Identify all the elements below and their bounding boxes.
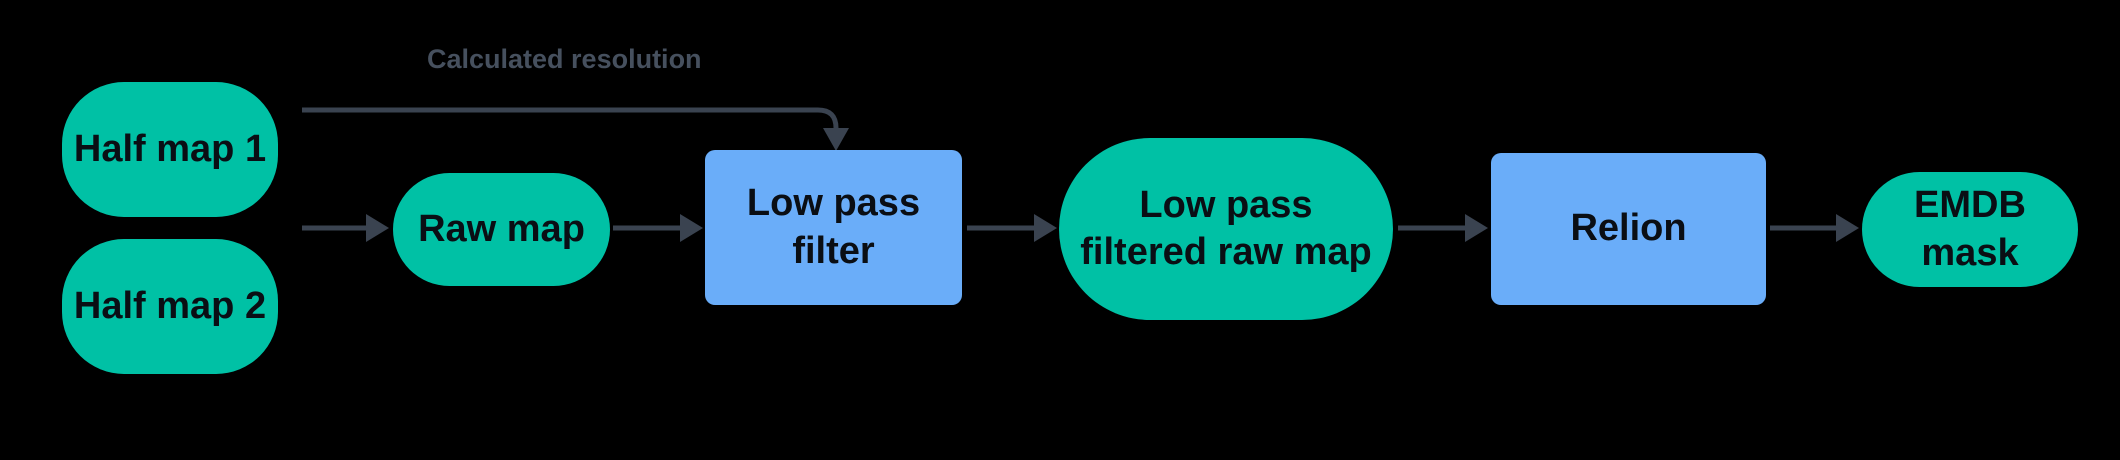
arrow-lowpassfilter-to-filteredmap bbox=[967, 214, 1057, 242]
node-relion-label: Relion bbox=[1570, 207, 1687, 250]
arrow-calculated-resolution bbox=[302, 107, 849, 151]
node-relion: Relion bbox=[1491, 153, 1766, 305]
node-low-pass-filtered-raw-map-label: Low pass filtered raw map bbox=[1080, 183, 1372, 273]
node-emdb-mask-label: EMDB mask bbox=[1914, 184, 2026, 274]
node-half-map-2-label: Half map 2 bbox=[73, 284, 267, 327]
node-half-map-2: Half map 2 bbox=[62, 239, 278, 374]
arrow-rawmap-to-lowpassfilter bbox=[613, 214, 703, 242]
node-raw-map-label: Raw map bbox=[418, 207, 585, 250]
node-emdb-mask: EMDB mask bbox=[1862, 172, 2078, 287]
node-half-map-1-label: Half map 1 bbox=[73, 127, 267, 170]
node-low-pass-filtered-raw-map: Low pass filtered raw map bbox=[1059, 138, 1393, 320]
arrow-filteredmap-to-relion bbox=[1398, 214, 1488, 242]
node-raw-map: Raw map bbox=[393, 173, 610, 286]
node-half-map-1: Half map 1 bbox=[62, 82, 278, 217]
arrow-relion-to-emdbmask bbox=[1770, 214, 1859, 242]
calculated-resolution-label: Calculated resolution bbox=[427, 44, 702, 74]
node-low-pass-filter: Low pass filter bbox=[705, 150, 962, 305]
node-low-pass-filter-label: Low pass filter bbox=[746, 182, 921, 272]
arrow-halfmaps-to-rawmap bbox=[302, 214, 389, 242]
